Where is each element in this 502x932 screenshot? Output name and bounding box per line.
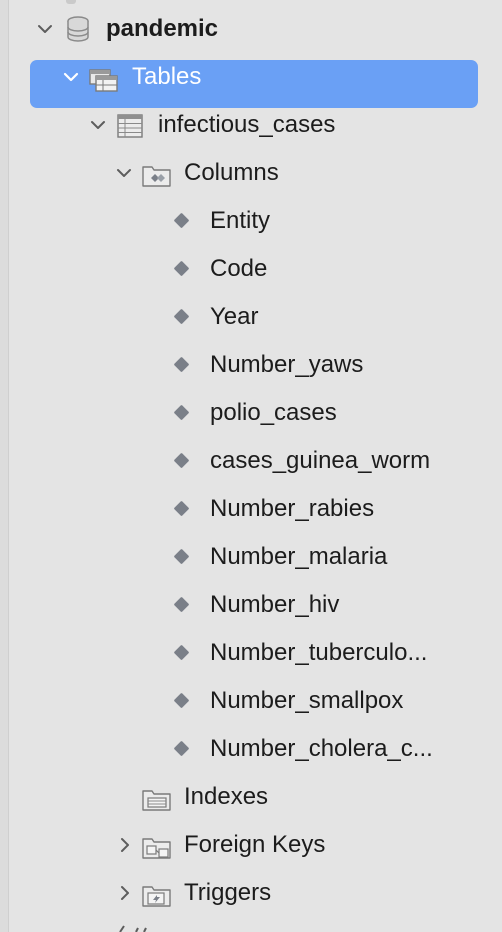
- column-diamond-icon: [173, 212, 190, 229]
- column-item-number-hiv[interactable]: Number_hiv: [0, 581, 502, 629]
- column-item-number-malaria[interactable]: Number_malaria: [0, 533, 502, 581]
- chevron-down-icon[interactable]: [89, 116, 107, 134]
- table-label: infectious_cases: [158, 111, 336, 138]
- column-item-number-tuberculosis[interactable]: Number_tuberculo...: [0, 629, 502, 677]
- column-label: Number_hiv: [210, 591, 340, 618]
- column-diamond-icon: [173, 596, 190, 613]
- chevron-down-icon[interactable]: [115, 164, 133, 182]
- column-diamond-icon: [173, 260, 190, 277]
- column-label: Year: [210, 303, 259, 330]
- tree-node-columns[interactable]: Columns: [0, 149, 502, 197]
- tree-node-database[interactable]: pandemic: [0, 5, 502, 53]
- tree-node-tables[interactable]: Tables: [0, 53, 502, 101]
- tables-folder-icon: [89, 69, 118, 92]
- column-diamond-icon: [173, 404, 190, 421]
- scroll-nub: [66, 0, 76, 4]
- column-label: Number_yaws: [210, 351, 364, 378]
- column-label: Entity: [210, 207, 271, 234]
- column-item-code[interactable]: Code: [0, 245, 502, 293]
- tables-label: Tables: [132, 63, 202, 90]
- column-diamond-icon: [173, 500, 190, 517]
- chevron-right-icon[interactable]: [116, 836, 134, 854]
- column-item-number-smallpox[interactable]: Number_smallpox: [0, 677, 502, 725]
- column-item-polio-cases[interactable]: polio_cases: [0, 389, 502, 437]
- column-diamond-icon: [173, 692, 190, 709]
- columns-folder-icon: [142, 166, 171, 187]
- column-item-entity[interactable]: Entity: [0, 197, 502, 245]
- column-diamond-icon: [173, 740, 190, 757]
- foreign-keys-label: Foreign Keys: [184, 831, 326, 858]
- tree-node-table[interactable]: infectious_cases: [0, 101, 502, 149]
- tree-node-indexes[interactable]: Indexes: [0, 773, 502, 821]
- tree-node-foreign-keys[interactable]: Foreign Keys: [0, 821, 502, 869]
- tree-node-triggers[interactable]: Triggers: [0, 869, 502, 917]
- indexes-label: Indexes: [184, 783, 269, 810]
- triggers-label: Triggers: [184, 879, 272, 906]
- column-diamond-icon: [173, 308, 190, 325]
- partial-next-row: [119, 925, 147, 932]
- column-label: Number_malaria: [210, 543, 388, 570]
- column-diamond-icon: [173, 452, 190, 469]
- column-label: Number_cholera_c...: [210, 735, 433, 762]
- column-label: Number_tuberculo...: [210, 639, 428, 666]
- column-label: Number_smallpox: [210, 687, 404, 714]
- column-item-year[interactable]: Year: [0, 293, 502, 341]
- panel-left-edge: [0, 0, 9, 932]
- indexes-folder-icon: [142, 790, 171, 811]
- column-diamond-icon: [173, 548, 190, 565]
- database-label: pandemic: [106, 15, 219, 42]
- chevron-down-icon[interactable]: [36, 20, 54, 38]
- column-label: polio_cases: [210, 399, 337, 426]
- column-label: Code: [210, 255, 268, 282]
- triggers-folder-icon: [142, 886, 171, 907]
- foreign-keys-folder-icon: [142, 838, 171, 859]
- column-item-number-rabies[interactable]: Number_rabies: [0, 485, 502, 533]
- columns-label: Columns: [184, 159, 279, 186]
- column-item-number-yaws[interactable]: Number_yaws: [0, 341, 502, 389]
- column-diamond-icon: [173, 644, 190, 661]
- chevron-right-icon[interactable]: [116, 884, 134, 902]
- table-icon: [117, 114, 143, 138]
- chevron-down-icon[interactable]: [62, 68, 80, 86]
- column-item-cases-guinea-worm[interactable]: cases_guinea_worm: [0, 437, 502, 485]
- column-label: cases_guinea_worm: [210, 447, 431, 474]
- column-diamond-icon: [173, 356, 190, 373]
- column-label: Number_rabies: [210, 495, 375, 522]
- database-icon: [67, 16, 89, 42]
- column-item-number-cholera[interactable]: Number_cholera_c...: [0, 725, 502, 773]
